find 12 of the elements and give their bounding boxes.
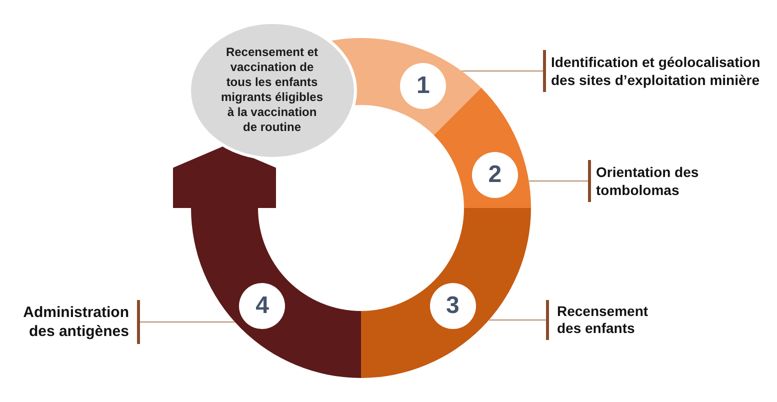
step-label: Administration des antigènes [13,300,140,344]
leader-line [462,70,543,72]
ring-segment [191,208,361,378]
ring-segment [433,87,531,208]
goal-text: Recensement et vaccination de tous les enfants migrants éligibles à la vaccination de routine [220,45,324,135]
step-label: Identification et géolocalisation des sites d’exploitation minière [543,50,769,92]
ring-segment [361,208,531,378]
leader-line [140,321,235,323]
leader-line [528,180,588,182]
step-label: Recensement des enfants [546,300,662,340]
step-label: Orientation des tombolomas [588,160,710,202]
leader-line [488,319,546,321]
